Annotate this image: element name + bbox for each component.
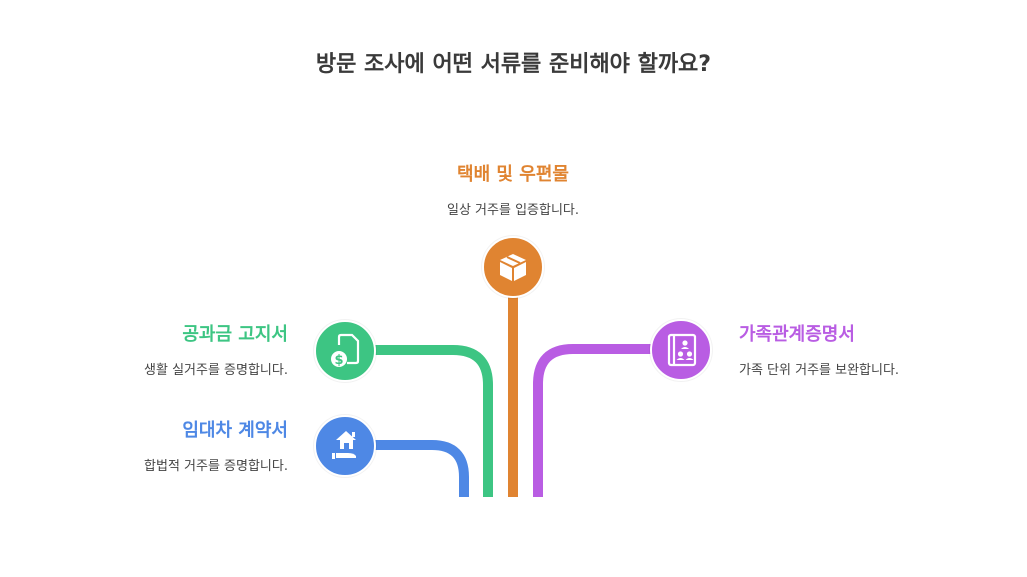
box-icon xyxy=(500,254,526,281)
utility-node: $ xyxy=(314,320,376,382)
lease-description: 합법적 거주를 증명합니다. xyxy=(144,459,288,474)
svg-text:$: $ xyxy=(334,353,343,368)
utility-title: 공과금 고지서 xyxy=(182,324,288,345)
parcel-description: 일상 거주를 입증합니다. xyxy=(447,203,579,218)
lease-node xyxy=(314,415,376,477)
utility-connector xyxy=(374,345,493,497)
lease-connector xyxy=(374,440,469,497)
house-hand-icon xyxy=(332,431,356,459)
utility-description: 생활 실거주를 증명합니다. xyxy=(144,363,288,378)
family-register-icon xyxy=(667,333,697,367)
family-connector xyxy=(533,344,652,497)
family-description: 가족 단위 거주를 보완합니다. xyxy=(739,363,900,378)
lease-title: 임대차 계약서 xyxy=(182,420,288,441)
family-title: 가족관계증명서 xyxy=(739,324,855,345)
parcel-title: 택배 및 우편물 xyxy=(457,164,569,185)
parcel-node xyxy=(482,236,544,298)
bill-dollar-icon: $ xyxy=(331,333,360,368)
family-node xyxy=(650,319,712,381)
page-title: 방문 조사에 어떤 서류를 준비해야 할까요? xyxy=(315,52,712,77)
